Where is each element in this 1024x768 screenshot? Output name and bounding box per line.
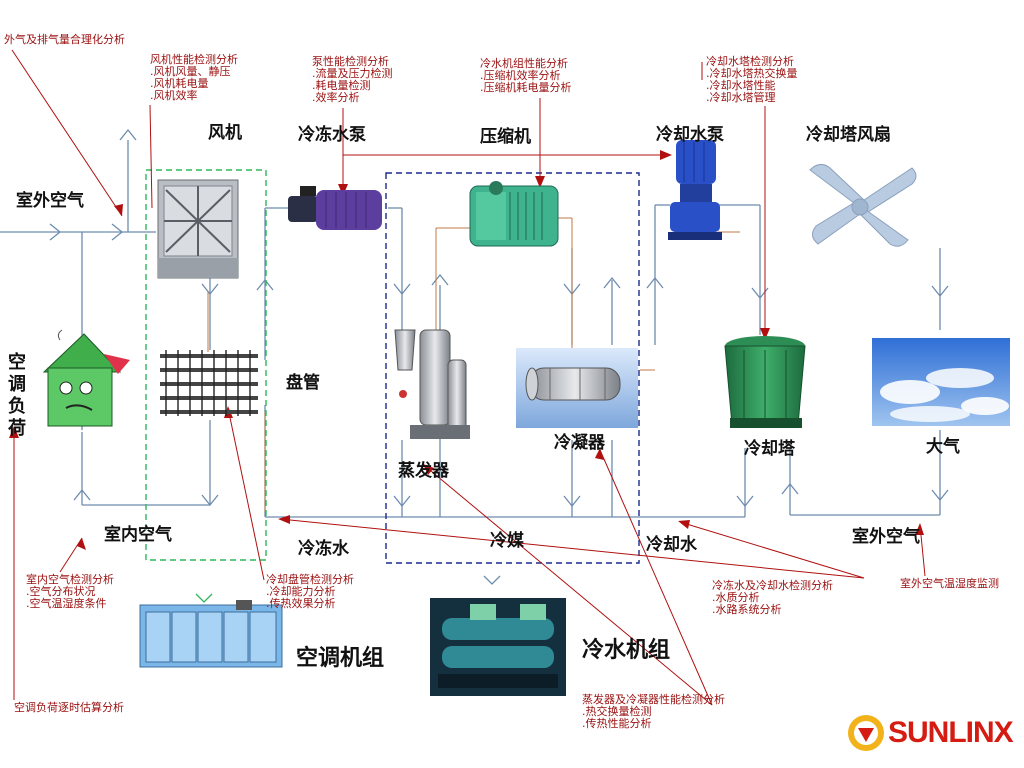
annotation-pump-performance: 泵性能检测分析 .流量及压力检测 .耗电量检测 .效率分析 <box>312 55 393 104</box>
annotation-tower-performance: 冷却水塔检测分析 .冷却水塔热交换量 .冷却水塔性能 .冷却水塔管理 <box>706 55 798 104</box>
compressor-unit <box>469 181 559 247</box>
load-house-icon <box>42 329 130 427</box>
label-outdoor-air-top: 室外空气 <box>16 191 84 211</box>
chilled-water-pump <box>288 186 382 230</box>
chiller-machine <box>430 598 566 696</box>
label-chilled-water: 冷冻水 <box>298 539 349 559</box>
condenser-unit <box>516 348 638 428</box>
label-indoor-air: 室内空气 <box>104 525 172 545</box>
evaporator-unit <box>394 329 470 439</box>
annotation-hx-performance: 蒸发器及冷凝器性能检测分析 .热交换量检测 .传热性能分析 <box>582 693 725 730</box>
sunlinx-logo-icon <box>848 715 884 751</box>
annotation-water-check: 冷冻水及冷却水检测分析 .水质分析 .水路系统分析 <box>712 579 833 616</box>
atmosphere-sky <box>872 338 1010 426</box>
coil-unit <box>160 350 258 416</box>
label-tower-fan: 冷却塔风扇 <box>806 125 891 145</box>
chiller-boundary <box>385 172 640 564</box>
label-ahu: 空调机组 <box>296 646 385 671</box>
label-fan: 风机 <box>208 123 242 143</box>
label-cooling-tower: 冷却塔 <box>744 439 795 459</box>
label-atmosphere: 大气 <box>926 437 960 457</box>
annotation-indoor-air: 室内空气检测分析 .空气分布状况 .空气温湿度条件 <box>26 573 114 610</box>
label-outdoor-air-bottom: 室外空气 <box>852 527 920 547</box>
pipes <box>207 217 740 512</box>
tower-fan-propeller <box>809 164 917 247</box>
annotation-chiller-performance: 冷水机组性能分析 .压缩机效率分析 .压缩机耗电量分析 <box>480 57 572 94</box>
cooling-water-pump <box>668 140 722 240</box>
brand-name: SUNLINX <box>888 716 1014 749</box>
label-ac-load: 空 调 负 荷 <box>8 352 26 439</box>
ahu-boundary <box>145 169 267 561</box>
annotation-load-estimate: 空调负荷逐时估算分析 <box>14 701 124 714</box>
cooling-tower-unit <box>724 336 806 428</box>
label-evaporator: 蒸发器 <box>398 461 449 481</box>
label-compressor: 压缩机 <box>480 127 531 147</box>
label-cooling-water-pump: 冷却水泵 <box>656 125 724 145</box>
annotation-fan-performance: 风机性能检测分析 .风机风量、静压 .风机耗电量 .风机效率 <box>150 53 238 102</box>
label-chilled-water-pump: 冷冻水泵 <box>298 125 366 145</box>
label-chiller: 冷水机组 <box>582 638 671 663</box>
fan-unit <box>157 179 239 279</box>
ahu-machine <box>139 600 283 668</box>
label-condenser: 冷凝器 <box>554 433 605 453</box>
brand-logo: SUNLINX <box>848 712 1022 756</box>
annotation-leader-lines <box>11 49 926 706</box>
annotation-outdoor-exhaust: 外气及排气量合理化分析 <box>4 33 125 46</box>
label-cooling-water: 冷却水 <box>646 535 697 555</box>
label-refrigerant: 冷媒 <box>490 531 524 551</box>
annotation-outdoor-monitor: 室外空气温湿度监测 <box>900 577 999 590</box>
annotation-coil-performance: 冷却盘管检测分析 .冷却能力分析 .传热效果分析 <box>266 573 354 610</box>
label-coil: 盘管 <box>286 373 320 393</box>
